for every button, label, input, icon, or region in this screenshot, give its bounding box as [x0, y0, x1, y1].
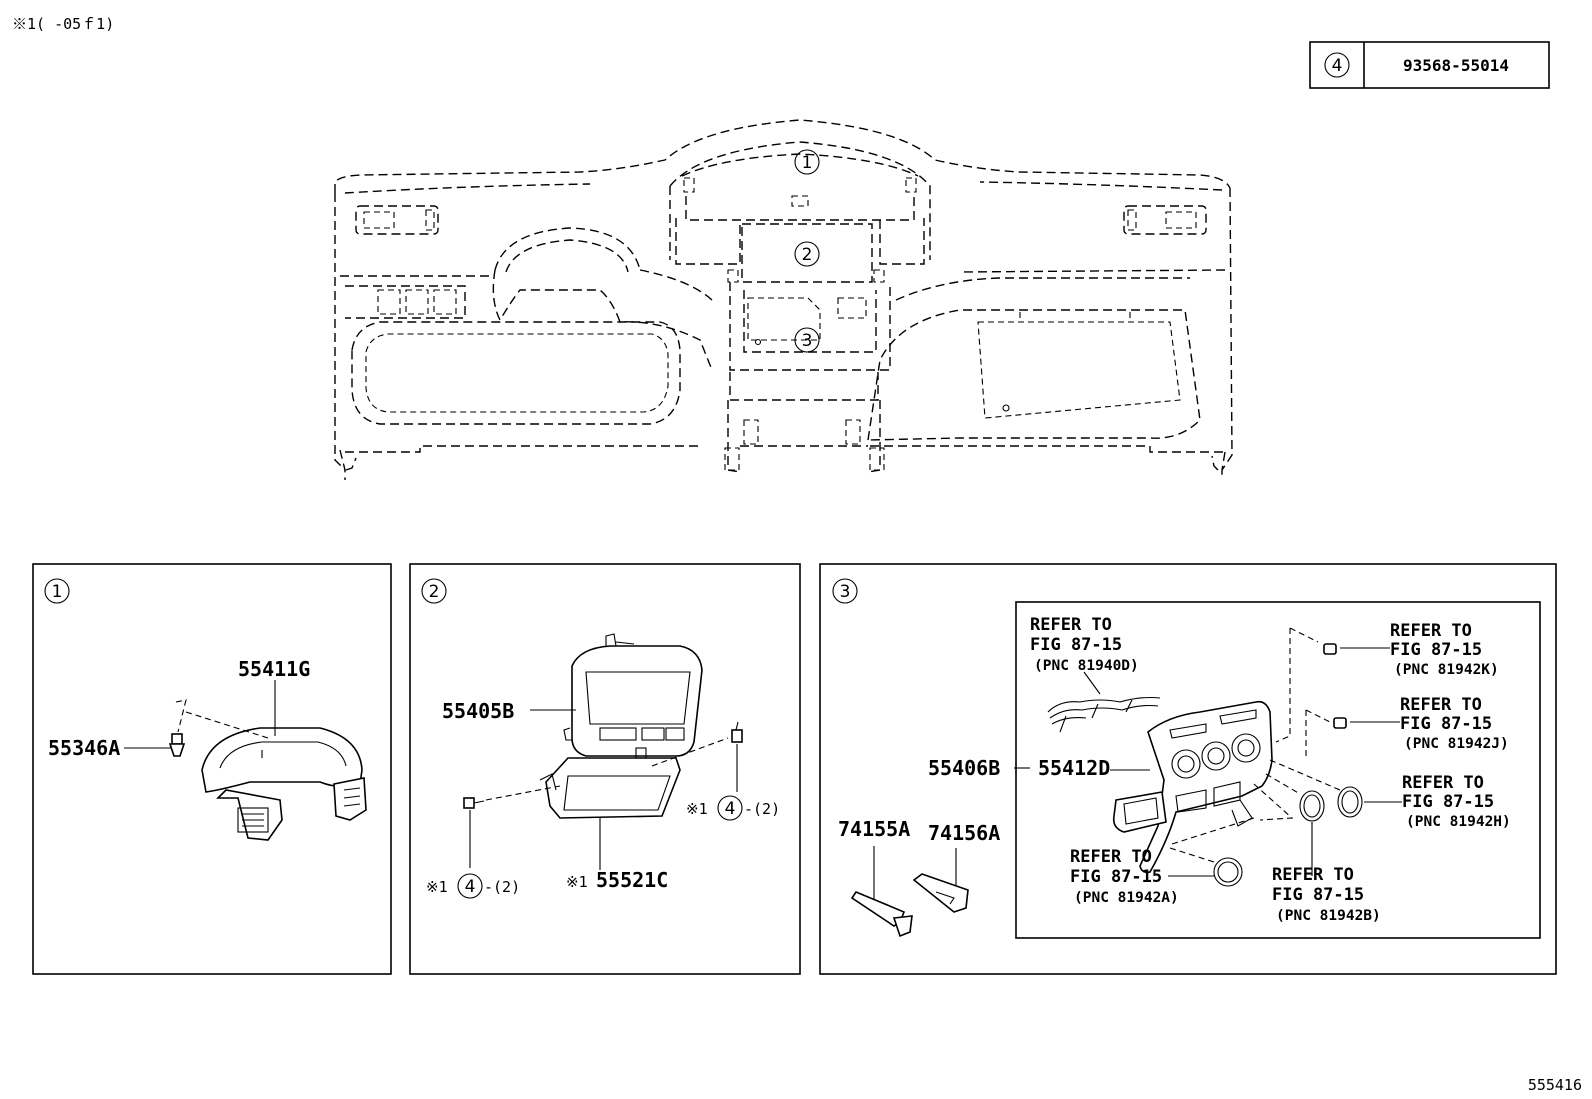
- refer-81942J: REFER TO FIG 87-15 (PNC 81942J): [1400, 695, 1509, 752]
- fastener-table-ref: 4: [1332, 56, 1343, 76]
- refer-81942A: REFER TO FIG 87-15 (PNC 81942A): [1070, 847, 1179, 906]
- center-panel-drawing: [1112, 700, 1273, 874]
- svg-text:※1: ※1: [566, 873, 588, 891]
- button-j-drawing: [1333, 717, 1347, 729]
- svg-text:-(2): -(2): [484, 878, 520, 896]
- svg-text:(PNC 81942B): (PNC 81942B): [1276, 908, 1381, 924]
- refer-81940D: REFER TO FIG 87-15 (PNC 81940D): [1030, 615, 1139, 674]
- svg-text:2: 2: [802, 245, 813, 265]
- svg-text:※1: ※1: [686, 800, 708, 818]
- svg-text:FIG 87-15: FIG 87-15: [1030, 635, 1122, 655]
- refer-81942K: REFER TO FIG 87-15 (PNC 81942K): [1390, 621, 1499, 678]
- fastener-table-part: 93568-55014: [1403, 56, 1509, 75]
- svg-text:REFER TO: REFER TO: [1070, 847, 1152, 867]
- pocket-part-label: ※1 55521C: [566, 868, 668, 892]
- svg-text:(PNC 81942H): (PNC 81942H): [1406, 814, 1511, 830]
- ring-b-drawing: [1299, 790, 1325, 822]
- svg-text:FIG 87-15: FIG 87-15: [1070, 867, 1162, 887]
- button-k-drawing: [1323, 643, 1337, 655]
- ring-h-drawing: [1337, 786, 1363, 818]
- trim-piece-74156A-drawing: [912, 848, 969, 913]
- display-frame-drawing: [563, 633, 703, 757]
- svg-text:REFER TO: REFER TO: [1030, 615, 1112, 635]
- part-55521C: 55521C: [596, 868, 668, 892]
- svg-text:4: 4: [725, 799, 736, 819]
- drawing-id: 555416: [1528, 1076, 1582, 1094]
- detail-panel-3: 3: [819, 563, 1557, 975]
- svg-text:1: 1: [802, 153, 813, 173]
- part-55405B: 55405B: [442, 699, 514, 723]
- ring-a-drawing: [1213, 857, 1243, 887]
- part-55412D: 55412D: [1038, 756, 1110, 780]
- part-55411G: 55411G: [238, 657, 310, 681]
- fastener-callout-right: ※1 4 -(2): [686, 795, 780, 821]
- dashboard-overview: [334, 119, 1233, 480]
- fastener-callout-left: ※1 4 -(2): [426, 873, 520, 899]
- detail-panel-1: 1 55411G 55346A: [32, 563, 392, 975]
- svg-text:FIG 87-15: FIG 87-15: [1272, 885, 1364, 905]
- svg-text:(PNC 81942A): (PNC 81942A): [1074, 890, 1179, 906]
- svg-text:REFER TO: REFER TO: [1400, 695, 1482, 715]
- svg-text:(PNC 81942J): (PNC 81942J): [1404, 736, 1509, 752]
- trim-piece-74155A-drawing: [850, 846, 913, 938]
- part-55346A: 55346A: [48, 736, 120, 760]
- panel-3-number: 3: [840, 582, 851, 602]
- part-74155A: 74155A: [838, 817, 910, 841]
- fastener-table: 4 93568-55014: [1309, 41, 1550, 89]
- part-74156A: 74156A: [928, 821, 1000, 845]
- svg-text:-(2): -(2): [744, 800, 780, 818]
- panel-2-number: 2: [429, 582, 440, 602]
- svg-text:※1: ※1: [426, 878, 448, 896]
- pocket-drawing: [539, 747, 681, 819]
- svg-text:FIG 87-15: FIG 87-15: [1402, 792, 1494, 812]
- svg-text:REFER TO: REFER TO: [1390, 621, 1472, 641]
- panel-1-number: 1: [52, 582, 63, 602]
- svg-text:(PNC 81940D): (PNC 81940D): [1034, 658, 1139, 674]
- detail-panel-2: 2: [409, 563, 801, 975]
- svg-text:REFER TO: REFER TO: [1272, 865, 1354, 885]
- svg-text:(PNC 81942K): (PNC 81942K): [1394, 662, 1499, 678]
- svg-text:3: 3: [802, 331, 813, 351]
- clip-drawing: [168, 733, 186, 757]
- overview-callout-1: 1: [794, 149, 820, 175]
- screw-right-drawing: [731, 721, 743, 743]
- svg-text:FIG 87-15: FIG 87-15: [1400, 714, 1492, 734]
- part-55406B: 55406B: [928, 756, 1000, 780]
- overview-callout-2: 2: [794, 241, 820, 267]
- svg-text:4: 4: [465, 877, 476, 897]
- overview-callout-3: 3: [794, 327, 820, 353]
- model-note: ※1( -05ｆ1): [12, 15, 114, 33]
- refer-81942H: REFER TO FIG 87-15 (PNC 81942H): [1402, 773, 1511, 830]
- meter-hood-drawing: [201, 727, 367, 841]
- svg-text:FIG 87-15: FIG 87-15: [1390, 640, 1482, 660]
- svg-text:REFER TO: REFER TO: [1402, 773, 1484, 793]
- trim-strip-drawing: [1047, 696, 1161, 733]
- refer-81942B: REFER TO FIG 87-15 (PNC 81942B): [1272, 865, 1381, 924]
- screw-left-drawing: [463, 797, 485, 809]
